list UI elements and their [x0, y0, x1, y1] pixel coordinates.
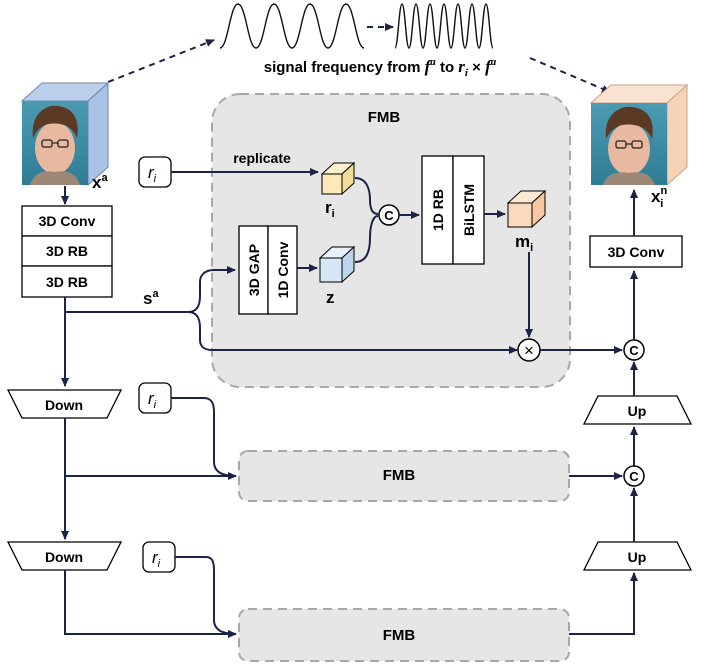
down-block-1: Down — [6, 389, 123, 419]
input-to-wave-arrow — [97, 39, 215, 87]
ri-cube — [320, 161, 356, 196]
svg-text:Up: Up — [628, 403, 647, 419]
svg-text:ri: ri — [148, 389, 157, 411]
gap-label: 3D GAP — [246, 244, 262, 296]
ri-input-box-bottom: ri — [142, 541, 176, 573]
z-cube — [318, 245, 356, 284]
ri-input-box-top: ri — [138, 156, 172, 188]
conv1d-label: 1D Conv — [275, 241, 291, 298]
fmb-bottom-to-up-path — [569, 572, 638, 635]
encoder-block-conv: 3D Conv — [39, 213, 96, 229]
wave-to-output-arrow — [529, 57, 611, 93]
ri-cube-label: ri — [325, 198, 335, 220]
svg-text:ri: ri — [152, 548, 161, 570]
input-video-cube — [20, 81, 110, 187]
concat-symbol-fmb: C — [384, 208, 394, 223]
z-to-concat-path — [354, 215, 379, 263]
encoder-block-rb1: 3D RB — [46, 243, 88, 259]
output-conv-block: 3D Conv — [589, 235, 683, 268]
signal-caption: signal frequency from fa to ri × fa — [264, 56, 497, 79]
fmb-panel-mid — [238, 450, 570, 502]
ri-to-concat-path — [354, 177, 379, 215]
z-label: z — [326, 288, 335, 307]
encoder-block-rb2: 3D RB — [46, 274, 88, 290]
svg-text:Down: Down — [45, 397, 83, 413]
up-block-bottom: Up — [582, 541, 693, 571]
down-block-2: Down — [6, 541, 123, 571]
ri-input-box-mid: ri — [138, 382, 172, 414]
mi-cube — [506, 189, 547, 229]
rb-bilstm-block: 1D RB BiLSTM — [421, 155, 485, 265]
svg-text:ri: ri — [148, 163, 157, 185]
multiply-symbol: × — [524, 341, 534, 360]
up-block-top: Up — [582, 395, 693, 425]
bilstm-label: BiLSTM — [461, 184, 477, 236]
svg-text:Up: Up — [628, 549, 647, 565]
output-face-image — [603, 106, 655, 185]
fmb-panel-bottom — [238, 608, 570, 662]
sa-skip-path — [187, 311, 518, 354]
rb1d-label: 1D RB — [430, 189, 446, 231]
low-frequency-wave — [219, 3, 365, 49]
fmb-mid-label: FMB — [383, 467, 416, 484]
sa-feature-path — [65, 266, 236, 313]
input-label: xa — [92, 172, 108, 192]
face-image — [30, 105, 80, 185]
fmb-title: FMB — [368, 109, 401, 126]
sa-label: sa — [143, 288, 159, 308]
mi-label: mi — [515, 232, 533, 254]
svg-text:Down: Down — [45, 549, 83, 565]
down2-to-fmb-bottom-path — [64, 570, 237, 638]
fmb-bottom-label: FMB — [383, 627, 416, 644]
ri-bottom-to-fmb-path — [175, 556, 237, 635]
high-frequency-wave — [394, 3, 494, 49]
svg-text:3D Conv: 3D Conv — [608, 244, 665, 260]
output-video-cube — [589, 83, 689, 187]
encoder-stack: 3D Conv 3D RB 3D RB — [21, 205, 113, 298]
concat-symbol-top: C — [629, 343, 639, 358]
replicate-label: replicate — [233, 150, 291, 166]
ri-mid-to-fmb-path — [171, 397, 237, 477]
concat-symbol-mid: C — [629, 469, 639, 484]
gap-conv-block: 3D GAP 1D Conv — [238, 225, 298, 315]
